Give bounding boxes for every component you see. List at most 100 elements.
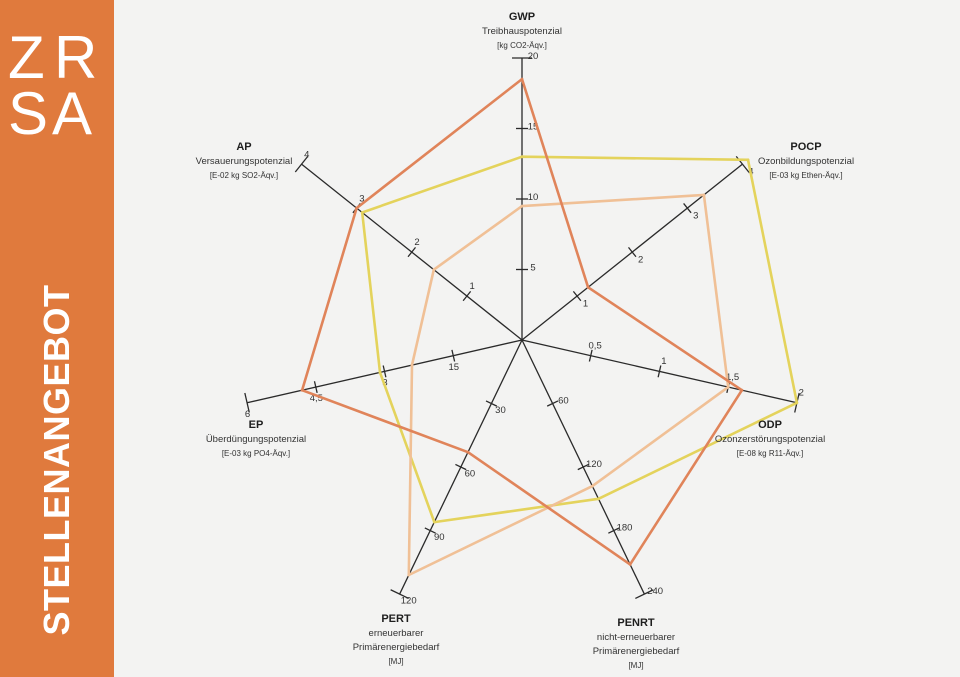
sidebar: Z R S A STELLENANGEBOT bbox=[0, 0, 114, 677]
axis-unit: [MJ] bbox=[388, 657, 403, 666]
axis-unit: [E-03 kg PO4-Äqv.] bbox=[222, 449, 290, 458]
axis-tick bbox=[244, 392, 250, 413]
series-point bbox=[726, 385, 730, 389]
axis-code-ap: AP bbox=[236, 141, 251, 153]
axis-tick bbox=[627, 246, 637, 258]
series-point bbox=[300, 388, 304, 392]
tick-label: 0,5 bbox=[589, 340, 602, 351]
tick-label: 90 bbox=[434, 532, 445, 543]
tick-label: 15 bbox=[448, 362, 459, 373]
tick-label: 15 bbox=[528, 122, 539, 133]
axis-name: Versauerungspotenzial bbox=[196, 156, 293, 167]
tick-label: 2 bbox=[414, 237, 419, 248]
axis-tick bbox=[424, 527, 436, 534]
logo-letter: S bbox=[8, 80, 49, 147]
axis-name: Ozonzerstörungspotenzial bbox=[715, 434, 825, 445]
axis-code-ep: EP bbox=[249, 419, 264, 431]
axis-unit: [E-08 kg R11-Äqv.] bbox=[737, 449, 803, 458]
axis-unit: [MJ] bbox=[628, 661, 643, 670]
axis-tick bbox=[588, 349, 593, 362]
axis-tick bbox=[577, 463, 589, 471]
tick-label: 6 bbox=[245, 409, 250, 420]
series-point bbox=[586, 285, 590, 289]
tick-label: 60 bbox=[558, 396, 569, 407]
series-point bbox=[628, 563, 632, 566]
axis-tick bbox=[608, 527, 620, 534]
tick-label: 30 bbox=[495, 405, 506, 416]
series-point bbox=[432, 520, 436, 524]
axis-tick bbox=[382, 365, 387, 378]
tick-label: 1 bbox=[583, 298, 588, 309]
series-point bbox=[410, 363, 414, 367]
axis-name: Treibhauspotenzial bbox=[482, 26, 562, 37]
axis-name: erneuerbarer bbox=[369, 628, 424, 639]
axis-tick bbox=[683, 203, 692, 214]
axis-tick bbox=[635, 589, 654, 599]
axis-tick bbox=[657, 365, 662, 378]
axis-tick bbox=[313, 381, 318, 394]
zrsa-logo: Z R S A bbox=[8, 28, 108, 144]
tick-label: 180 bbox=[617, 523, 633, 534]
axis-tick bbox=[572, 290, 582, 302]
axis-tick bbox=[485, 400, 498, 407]
labels-layer: GWP Treibhauspotenzial [kg CO2-Äqv.] POCP Oz… bbox=[196, 11, 854, 670]
tick-label: 20 bbox=[528, 51, 539, 62]
axis-name: nicht-erneuerbarer bbox=[597, 632, 675, 643]
axis-tick bbox=[451, 349, 456, 362]
axis-tick bbox=[462, 290, 472, 302]
tick-label: 1 bbox=[661, 356, 666, 367]
series-point bbox=[466, 450, 470, 454]
series-point bbox=[432, 268, 436, 272]
tick-label: 4 bbox=[304, 149, 309, 160]
tick-label: 60 bbox=[465, 469, 476, 480]
tick-label: 5 bbox=[530, 263, 535, 274]
axis-name-2: Primärenergiebedarf bbox=[593, 646, 680, 657]
logo-letter: Z bbox=[8, 24, 45, 91]
series-point bbox=[740, 388, 744, 392]
tick-label: 120 bbox=[401, 596, 417, 607]
series-layer bbox=[300, 77, 799, 577]
axis-code-pocp: POCP bbox=[790, 141, 821, 153]
tick-label: 1 bbox=[470, 281, 475, 292]
series-point bbox=[355, 206, 358, 210]
series-line-1 bbox=[360, 155, 799, 524]
tick-label: 1,5 bbox=[726, 372, 739, 383]
tick-label: 3 bbox=[693, 210, 698, 221]
axis-name: Überdüngungspotenzial bbox=[206, 434, 306, 445]
series-line-3 bbox=[300, 77, 744, 566]
series-point bbox=[520, 155, 524, 159]
axis-tick bbox=[390, 589, 409, 599]
tick-label: 4,5 bbox=[310, 393, 323, 404]
axis-name: Ozonbildungspotenzial bbox=[758, 156, 854, 167]
vertical-title: STELLENANGEBOT bbox=[36, 284, 77, 636]
axis-code-gwp: GWP bbox=[509, 11, 535, 23]
series-point bbox=[795, 401, 799, 405]
tick-label: 120 bbox=[586, 459, 602, 470]
axis-code-pert: PERT bbox=[381, 613, 411, 625]
tick-label: 2 bbox=[799, 387, 804, 398]
series-point bbox=[746, 158, 750, 162]
series-point bbox=[702, 193, 706, 197]
axis-code-penrt: PENRT bbox=[617, 617, 655, 629]
series-line-2 bbox=[407, 193, 730, 577]
series-point bbox=[407, 573, 411, 577]
series-point bbox=[360, 211, 364, 214]
tick-label: 10 bbox=[528, 192, 539, 203]
tick-label: 2 bbox=[638, 254, 643, 265]
axis-unit: [E-03 kg Ethen-Äqv.] bbox=[769, 171, 842, 180]
series-point bbox=[591, 484, 594, 488]
axis-tick bbox=[455, 463, 467, 471]
axis-tick bbox=[294, 155, 309, 173]
logo-letter: A bbox=[52, 80, 93, 147]
series-point bbox=[597, 497, 600, 501]
axis-tick bbox=[546, 400, 559, 407]
series-point bbox=[520, 77, 524, 81]
axis-unit: [kg CO2-Äqv.] bbox=[497, 41, 547, 50]
tick-label: 240 bbox=[647, 586, 663, 597]
axis-tick bbox=[407, 246, 417, 258]
series-point bbox=[520, 204, 524, 208]
tick-label: 3 bbox=[359, 193, 364, 204]
axis-code-odp: ODP bbox=[758, 419, 782, 431]
logo-letter: R bbox=[54, 24, 98, 91]
axis-unit: [E-02 kg SO2-Äqv.] bbox=[210, 171, 278, 180]
